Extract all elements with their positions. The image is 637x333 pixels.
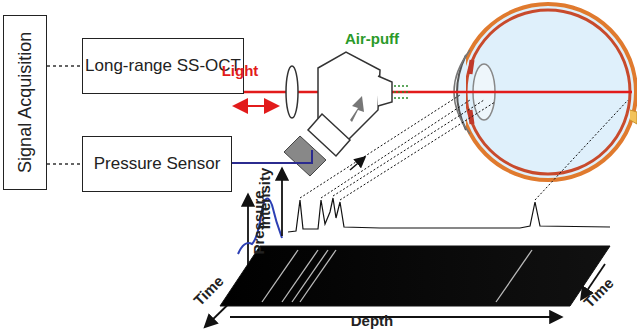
box-label: Pressure Sensor [94, 154, 221, 174]
sensor-box: Pressure Sensor [82, 136, 232, 192]
box-label: Signal Acquisition [15, 22, 36, 183]
oct-box: Long-range SS-OCT [82, 38, 244, 94]
airpuff-label: Air-puff [345, 30, 399, 47]
dashed-connector [47, 163, 82, 165]
probe-device [284, 52, 410, 176]
axis-label: Time [190, 272, 227, 309]
dashed-connector [47, 65, 82, 67]
box-label: Long-range SS-OCT [85, 56, 241, 76]
axis-label: Intensity [257, 167, 274, 229]
acquisition-box: Signal Acquisition [3, 15, 47, 190]
axis-label: Depth [351, 312, 394, 329]
light-label: Light [222, 62, 259, 79]
